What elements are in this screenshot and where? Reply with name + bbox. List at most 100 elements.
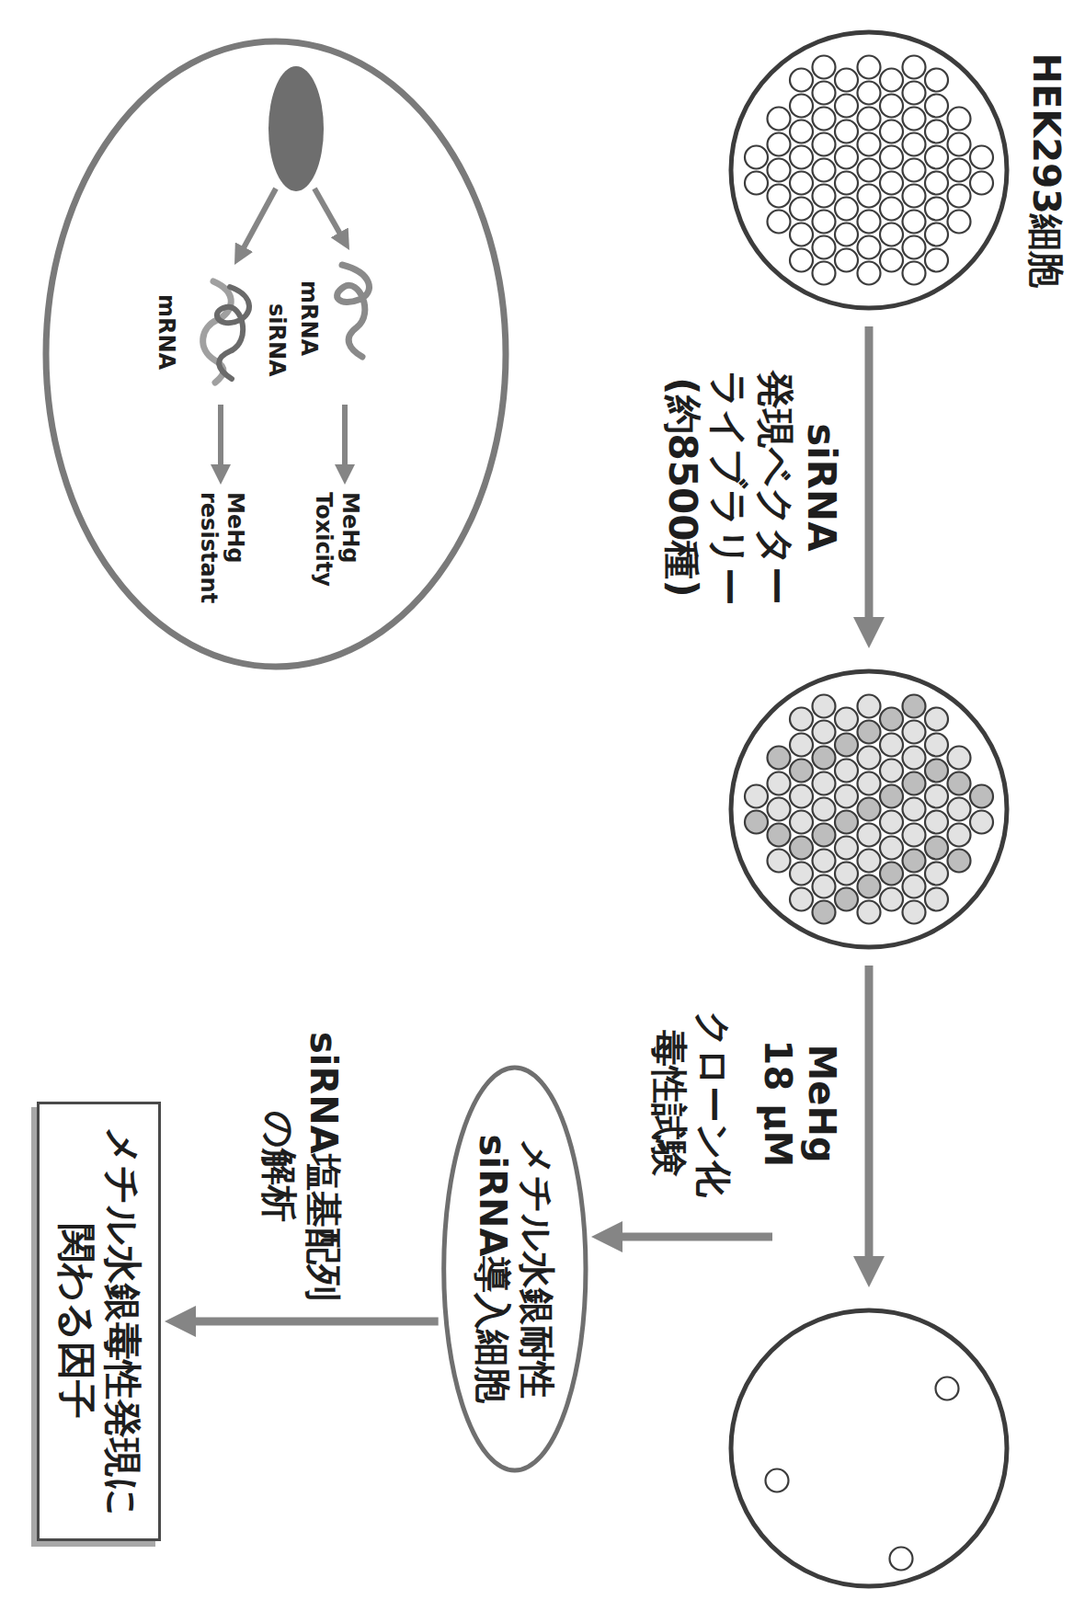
cell-symbol [834,733,858,757]
cell-symbol [879,197,903,221]
cell-symbol [812,210,836,234]
label-text: メチル水銀耐性 siRNA導入細胞 [470,1134,560,1405]
cell-symbol [857,56,881,80]
cell-line-label: HEK293細胞 [1024,53,1069,288]
text-slot: mRNA [295,280,322,356]
cell-symbol [925,68,948,92]
cell-symbol [812,262,836,286]
cell-symbol [947,849,971,873]
culture-dishes [730,32,1007,1587]
cell-symbol [812,56,836,80]
process-arrow [865,965,874,1266]
label-text: MeHg resistant [194,491,249,604]
cell-symbol [789,94,813,118]
cell-symbol [879,785,903,809]
cell-symbol [857,133,881,157]
culture-dish [730,671,1007,948]
cell-symbol [925,759,948,783]
cell-symbol [879,862,903,886]
culture-dish [730,1310,1007,1587]
cell-symbol [925,249,948,273]
mrna-strand [203,281,232,383]
cell-symbol [902,107,926,131]
dish-outline [730,671,1007,948]
cell-symbol [767,798,791,822]
cell-symbol [789,171,813,195]
cell-symbol [857,849,881,873]
text-slot: siRNA [262,303,290,377]
effect-arrow [217,404,224,470]
cell-symbol [902,823,926,847]
cell-symbol [767,823,791,847]
cell-symbol [834,862,858,886]
cell-symbol [834,94,858,118]
cell-symbol [812,823,836,847]
cell-symbol [879,810,903,834]
cell-symbol [812,133,836,157]
culture-dish [730,32,1007,309]
cell-symbol [744,785,768,809]
cell-symbol [834,120,858,144]
cell-symbol [789,708,813,731]
cell-symbol [789,785,813,809]
cell-symbol [879,249,903,273]
cell-symbol [789,146,813,170]
cell-symbol [902,210,926,234]
label-text: メチル水銀毒性発現に 関わる因子 [52,1126,146,1517]
cell-symbol [879,759,903,783]
label-text: MeHg Toxicity [309,491,364,587]
ellipse-shape [444,1067,586,1471]
cell-symbol [879,171,903,195]
cell-symbol [834,810,858,834]
cell-symbol [857,720,881,744]
cell-symbol [902,798,926,822]
sirna-strand [217,286,250,379]
cell-symbol [947,133,971,157]
cell-symbol [834,836,858,860]
cell-symbol [902,262,926,286]
cell-symbol [857,772,881,796]
effect-arrow [342,404,348,470]
cell-symbol [744,171,768,195]
cell-symbol [902,133,926,157]
cell-symbol [902,81,926,105]
cell-symbol [947,107,971,131]
result-box: メチル水銀毒性発現に 関わる因子 [36,1101,161,1542]
cell-symbol [857,81,881,105]
cell-symbol [812,159,836,183]
cell-symbol [767,746,791,770]
cell-symbol [812,107,836,131]
cell-symbol [767,210,791,234]
cell-symbol [789,810,813,834]
cell-symbol [902,875,926,899]
cell-outline: mRNAMeHg ToxicitysiRNAmRNAMeHg resistant [41,36,511,672]
cell-symbol [902,901,926,925]
colony-symbol [890,1547,914,1571]
colony-symbol [936,1377,960,1401]
cell-symbol [902,56,926,80]
cell-symbol [902,159,926,183]
cell-symbol [789,836,813,860]
cell-symbol [789,862,813,886]
cell-symbol [812,720,836,744]
cell-symbol [812,746,836,770]
cell-symbol [834,785,858,809]
cell-symbol [812,875,836,899]
cell-symbol [789,68,813,92]
transcription-arrow [314,188,343,238]
cell-symbol [834,68,858,92]
cell-symbol [902,772,926,796]
cell-symbol [789,759,813,783]
cell-symbol [902,746,926,770]
cell-symbol [834,249,858,273]
cell-symbol [834,708,858,731]
cell-symbol [834,197,858,221]
cell-symbol [744,146,768,170]
transcription-arrow [241,188,276,252]
cell-symbol [879,68,903,92]
cell-symbol [902,720,926,744]
cell-symbol [857,901,881,925]
cell-symbol [925,810,948,834]
